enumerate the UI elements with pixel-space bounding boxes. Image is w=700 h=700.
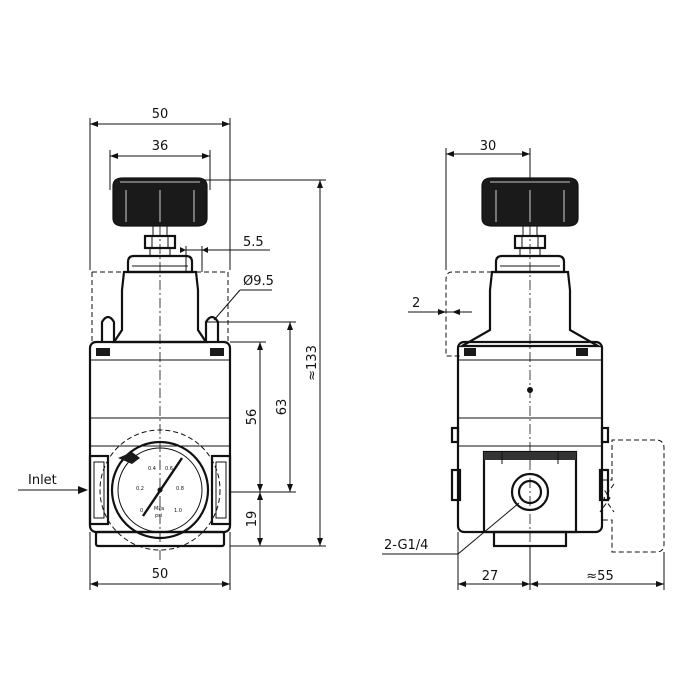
gauge-fitting <box>118 452 140 464</box>
gauge-face <box>110 440 210 540</box>
front-right-port <box>210 454 232 526</box>
dim-19: 19 <box>245 511 260 528</box>
side-vent-hole <box>527 387 533 393</box>
side-gauge-hidden <box>602 439 665 553</box>
side-bracket-hidden <box>445 271 492 357</box>
dim-133: ≈133 <box>305 345 320 381</box>
gauge-mark-0-4: 0.4 <box>148 466 156 472</box>
side-dimensions: 30 2 2-G1/4 27 ≈55 <box>382 139 665 590</box>
front-dimensions: 50 36 5.5 Ø9.5 ≈133 63 56 <box>89 107 326 590</box>
dim-27: 27 <box>482 569 499 584</box>
gauge-mark-0-8: 0.8 <box>176 486 184 492</box>
front-bracket-hidden <box>91 271 229 342</box>
front-left-bolt <box>100 315 116 342</box>
gauge-needle <box>142 457 183 517</box>
gauge-inner-ring <box>117 447 203 533</box>
side-bonnet-cap <box>494 254 566 274</box>
inlet-arrowhead <box>78 486 88 494</box>
gauge-unit-mpa: MPa <box>154 506 164 512</box>
dim-2: 2 <box>412 296 420 311</box>
dim-port-label: 2-G1/4 <box>384 538 428 553</box>
front-left-port <box>88 454 110 526</box>
front-view: 0.4 0.6 0.2 0.8 0 1.0 MPa psi Inlet <box>18 177 232 560</box>
dim-bolt-diameter: Ø9.5 <box>243 274 274 289</box>
gauge-mark-1-0: 1.0 <box>174 508 182 514</box>
dim-5-5: 5.5 <box>243 235 264 250</box>
gauge-mark-0-6: 0.6 <box>165 466 173 472</box>
gauge-mark-0-2: 0.2 <box>136 486 144 492</box>
front-left-clip <box>96 348 110 356</box>
dim-50-top: 50 <box>152 107 169 122</box>
dim-36: 36 <box>152 139 169 154</box>
inlet-label: Inlet <box>28 473 57 488</box>
side-port-outer <box>510 472 550 512</box>
side-port-inner <box>517 479 543 505</box>
front-gauge-hidden <box>99 429 221 551</box>
gauge-unit-psi: psi <box>155 513 162 519</box>
dim-30: 30 <box>480 139 497 154</box>
dim-50-bottom: 50 <box>152 567 169 582</box>
dim-63: 63 <box>275 399 290 416</box>
gauge-mark-0: 0 <box>140 508 143 514</box>
dim-56: 56 <box>245 409 260 426</box>
front-right-bolt <box>204 315 220 342</box>
dim-55: ≈55 <box>586 569 613 584</box>
pressure-gauge: 0.4 0.6 0.2 0.8 0 1.0 MPa psi <box>110 440 210 540</box>
side-bonnet <box>457 270 603 348</box>
side-view <box>445 177 665 560</box>
front-right-clip <box>210 348 224 356</box>
